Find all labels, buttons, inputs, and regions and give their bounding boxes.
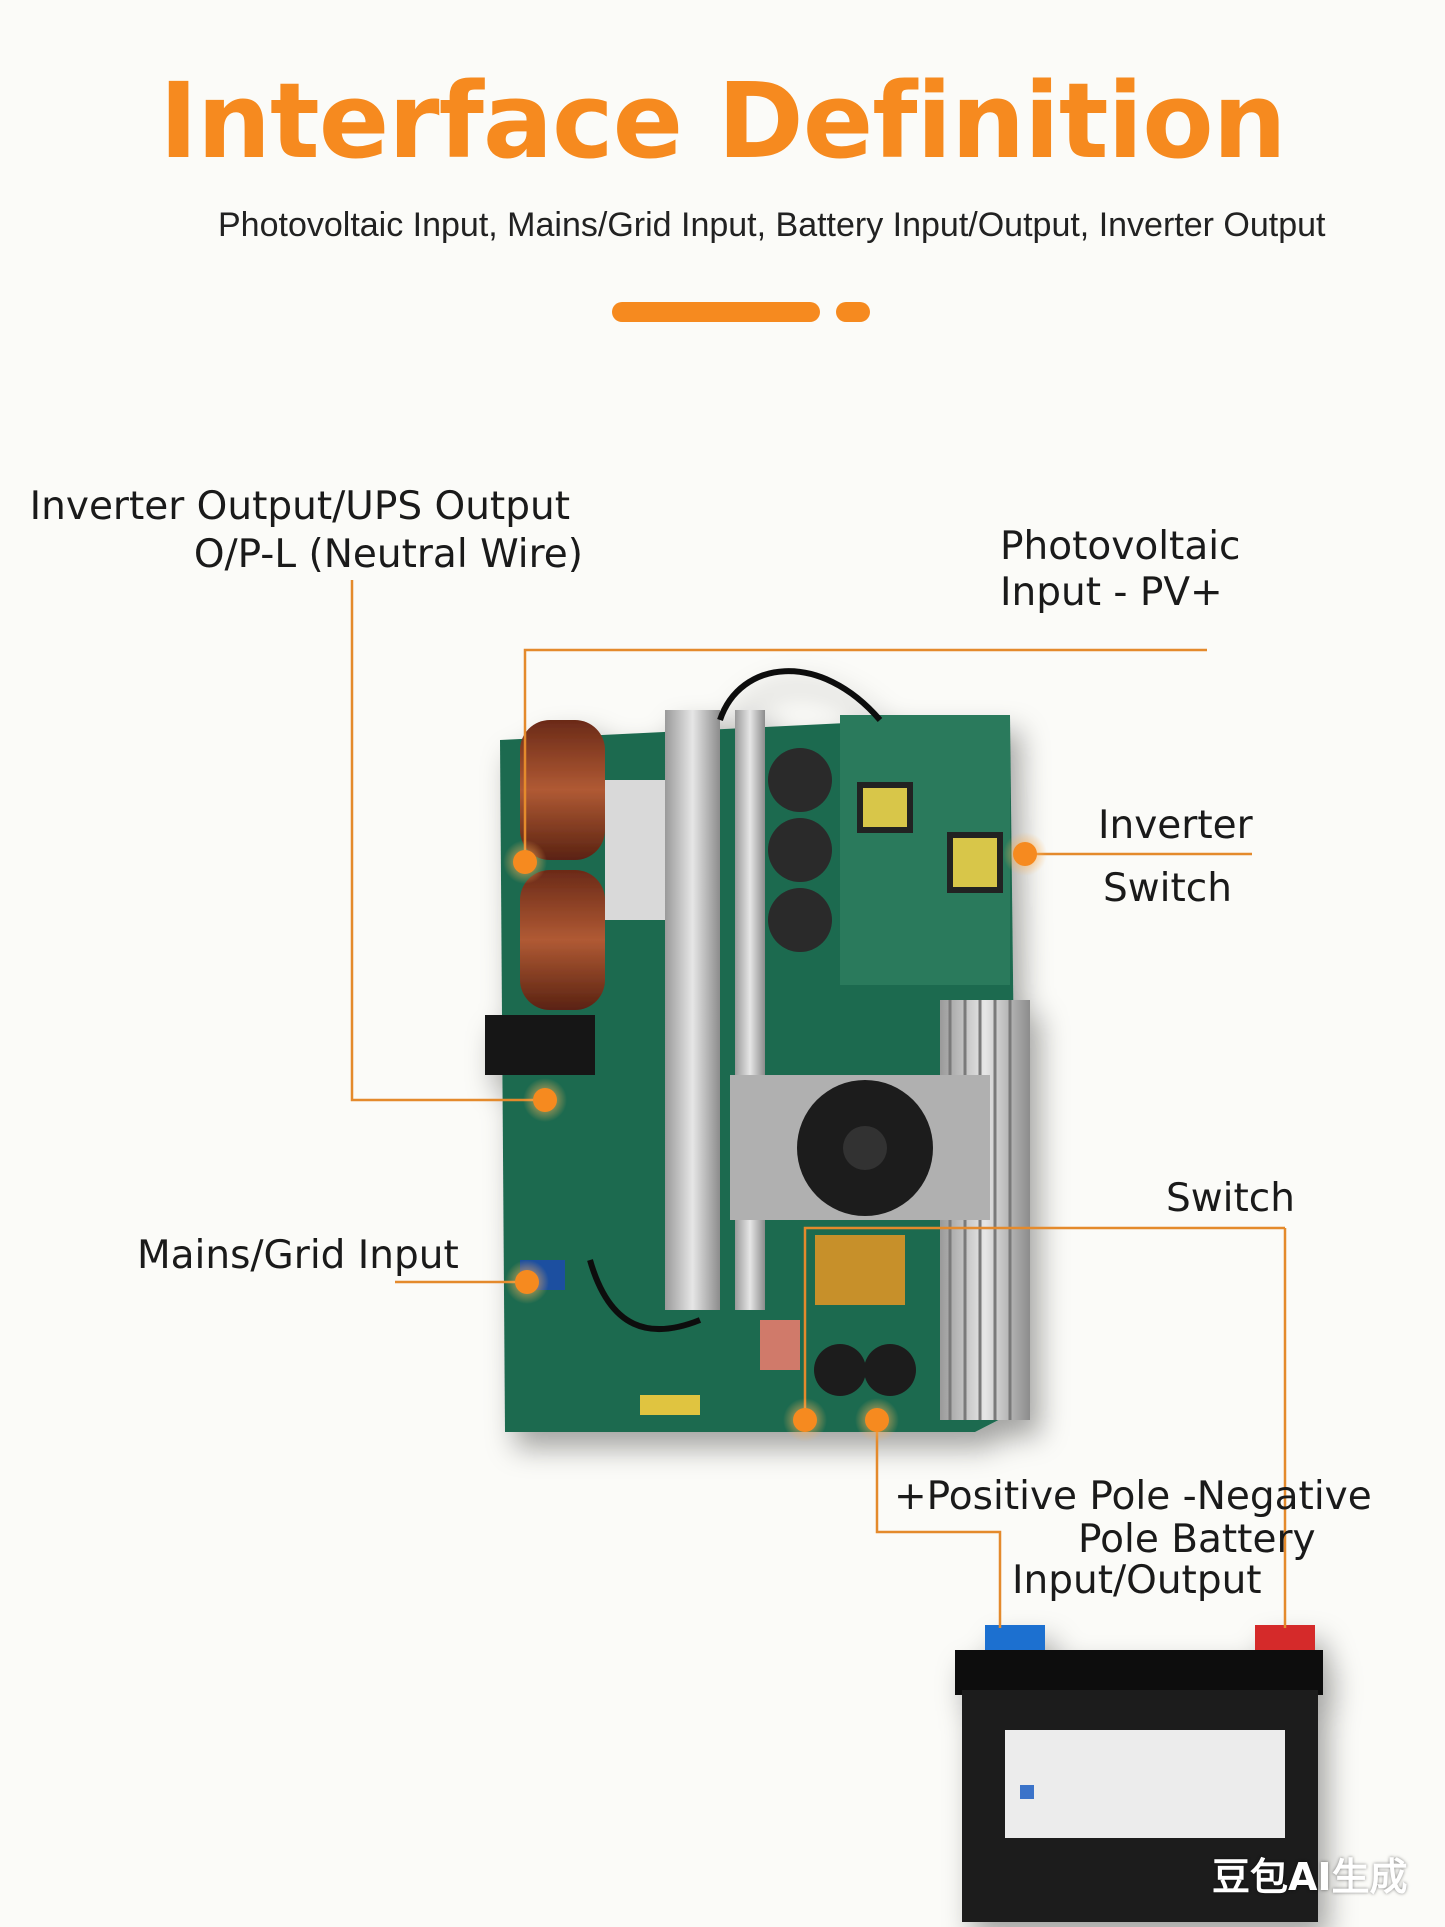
marker-inverter-output <box>503 840 547 884</box>
marker-inverter-switch <box>1003 832 1047 876</box>
page-subtitle: Photovoltaic Input, Mains/Grid Input, Ba… <box>218 206 1326 244</box>
label-mains-grid-input: Mains/Grid Input <box>137 1233 459 1278</box>
label-switch: Switch <box>1166 1176 1295 1221</box>
marker-neutral-wire <box>523 1078 567 1122</box>
connection-markers <box>503 832 1047 1442</box>
label-photovoltaic: Photovoltaic <box>1000 524 1241 569</box>
watermark: 豆包AI生成 <box>1212 1855 1408 1899</box>
marker-battery-negative <box>855 1398 899 1442</box>
label-battery-io: Input/Output <box>1012 1558 1262 1603</box>
label-pv-input: Input - PV+ <box>1000 570 1223 615</box>
label-neutral-wire: O/P-L (Neutral Wire) <box>193 532 583 577</box>
label-inverter-switch: Switch <box>1103 866 1232 911</box>
accent-bar-long <box>612 302 820 322</box>
inverter-circuit-board <box>485 668 1030 1432</box>
marker-battery-positive <box>783 1398 827 1442</box>
label-inverter: Inverter <box>1098 803 1253 848</box>
label-battery-poles: +Positive Pole -Negative <box>894 1474 1372 1519</box>
leader-lines <box>350 580 1287 1628</box>
page-title: Interface Definition <box>159 60 1286 182</box>
label-inverter-output: Inverter Output/UPS Output <box>29 484 570 529</box>
marker-mains-grid-input <box>505 1260 549 1304</box>
battery-illustration <box>955 1625 1323 1922</box>
label-battery-pole: Pole Battery <box>1078 1517 1316 1562</box>
accent-bar-short <box>836 302 870 322</box>
